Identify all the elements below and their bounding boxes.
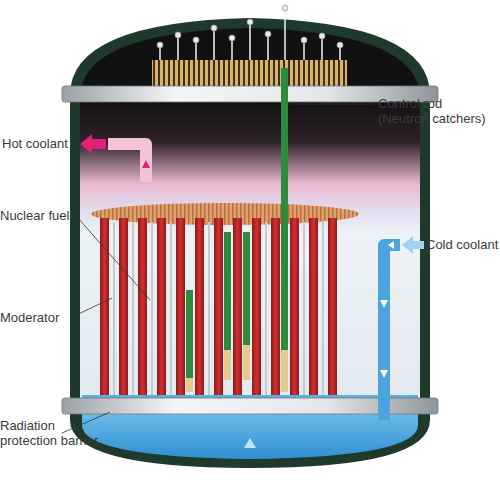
drive-rod-head [247,19,253,25]
fuel-rod [233,218,242,395]
hot-coolant-arrow [80,134,106,154]
flow-arrow [244,438,256,448]
fuel-rod [138,218,147,395]
cold-coolant-pipe [384,245,400,420]
leader-line [78,218,150,300]
control-rod-tip [243,345,250,380]
part-label: Nuclear fuel [0,208,69,223]
flow-arrow [142,160,150,168]
fuel-rods [100,218,337,395]
leader-lines [62,104,375,433]
drive-mechanism [152,60,347,86]
control-rod [281,68,288,350]
control-rod [224,232,231,350]
fuel-rod [195,218,204,395]
drive-rod-head [265,31,271,37]
flow-label: Hot coolant [2,136,68,151]
fuel-rod [290,218,299,395]
part-label: Moderator [0,310,59,325]
control-rod-tip [224,350,231,380]
drive-rod-head [193,37,199,43]
fuel-rod [271,218,280,395]
drive-rod-head [229,35,235,41]
fuel-rod [328,218,337,395]
coolant-pool [82,414,418,459]
control-rods [186,68,288,392]
fuel-rod [309,218,318,395]
flow-arrow [380,241,394,378]
drive-rod-head [157,42,163,48]
control-rod-tip [186,378,193,392]
part-label: Control rod (Neutron catchers) [378,96,490,126]
leader-line [62,412,110,433]
part-label: Radiation protection barrier [0,418,105,448]
control-rod-tip [281,350,288,392]
leader-line [289,104,375,105]
vessel-interior [80,100,420,400]
drive-rod-head [175,32,181,38]
control-rod [186,290,193,378]
moderator-surface [91,203,359,225]
drive-rod-head [211,25,217,31]
fuel-rod [214,218,223,395]
fuel-rod [157,218,166,395]
drive-rod-head [337,42,343,48]
fuel-rod [252,218,261,395]
fuel-rod [176,218,185,395]
drive-rod-head [282,5,288,11]
hot-coolant-pipe [108,144,146,182]
drive-rod-head [319,33,325,39]
cold-coolant-arrow [402,236,424,254]
leader-line [70,298,112,318]
flow-label: Cold coolant [426,237,498,252]
drive-rod-heads [157,5,343,48]
fuel-rod [119,218,128,395]
control-rod [243,232,250,345]
drive-rod-head [301,37,307,43]
